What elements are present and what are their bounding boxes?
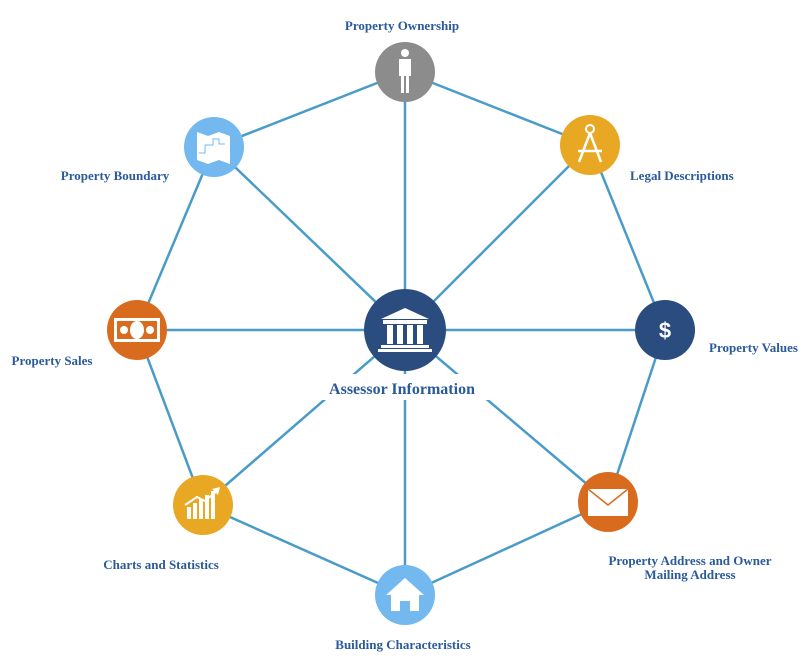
chart-bar [199, 499, 203, 519]
column [387, 325, 393, 344]
chart-arrow [212, 487, 220, 495]
ring-connector [135, 146, 216, 331]
node-label: Property Address and Owner [608, 553, 771, 568]
compass-icon [577, 124, 603, 163]
chart-bar [187, 507, 191, 519]
bill-dot-left [120, 326, 128, 334]
node-label: Building Characteristics [335, 637, 470, 652]
envelope-flap [587, 488, 629, 506]
chart-bar [193, 503, 197, 519]
spoke-connector [202, 329, 406, 506]
node-label: Mailing Address [644, 567, 735, 582]
node-building[interactable]: Building Characteristics [335, 565, 471, 652]
step [381, 345, 429, 348]
map-shape [197, 132, 230, 164]
column [417, 325, 423, 344]
money-icon [114, 318, 160, 342]
chart-trend [184, 490, 218, 506]
map-route [199, 138, 225, 154]
bill-dot-right [146, 326, 154, 334]
center-label-backdrop [318, 374, 492, 400]
map-icon [197, 132, 230, 164]
connector-lines [135, 70, 667, 597]
spoke-connector [404, 329, 609, 503]
chart-bar [211, 491, 215, 519]
legal-circle [560, 115, 620, 175]
node-label: Property Sales [12, 353, 93, 368]
node-label: Charts and Statistics [103, 557, 219, 572]
spoke-connector [213, 146, 406, 331]
node-label: Property Boundary [61, 168, 170, 183]
node-label: Property Ownership [345, 18, 459, 33]
center-label: Assessor Information [329, 381, 475, 398]
center-circle [364, 289, 446, 371]
person-icon [399, 49, 411, 93]
node-charts[interactable]: Charts and Statistics [103, 475, 233, 572]
house-icon [386, 578, 424, 611]
dollar-icon: $ [659, 318, 671, 343]
node-legal[interactable]: Legal Descriptions [560, 115, 734, 183]
dollar-glyph: $ [659, 318, 671, 343]
values-circle [635, 300, 695, 360]
house-shape [386, 578, 424, 611]
ring-connector [588, 144, 667, 331]
bill-center [130, 321, 144, 339]
ring-connector [213, 70, 406, 149]
person-body [399, 59, 411, 93]
column [397, 325, 403, 344]
chart-bar [205, 495, 209, 519]
center-node: Assessor Information [329, 289, 475, 398]
ring-connector [404, 500, 609, 597]
entablature [383, 320, 427, 324]
person-head [401, 49, 409, 57]
envelope-icon [587, 488, 629, 516]
roof [381, 308, 429, 319]
column [407, 325, 413, 344]
ring-connector [404, 70, 591, 147]
node-label: Legal Descriptions [630, 168, 734, 183]
node-sales[interactable]: Property Sales [12, 300, 168, 368]
node-boundary[interactable]: Property Boundary [61, 117, 244, 183]
ring-connector [606, 329, 667, 503]
courthouse-icon [378, 308, 432, 352]
node-values[interactable]: $ Property Values [635, 300, 798, 360]
node-label: Property Values [709, 340, 798, 355]
ring-connector [135, 329, 205, 506]
node-ownership[interactable]: Property Ownership [345, 18, 459, 102]
ring-connector [202, 503, 406, 597]
spoke-connector [404, 144, 591, 331]
base-step [378, 349, 432, 352]
compass-legs [577, 132, 603, 163]
chart-icon [184, 487, 220, 519]
